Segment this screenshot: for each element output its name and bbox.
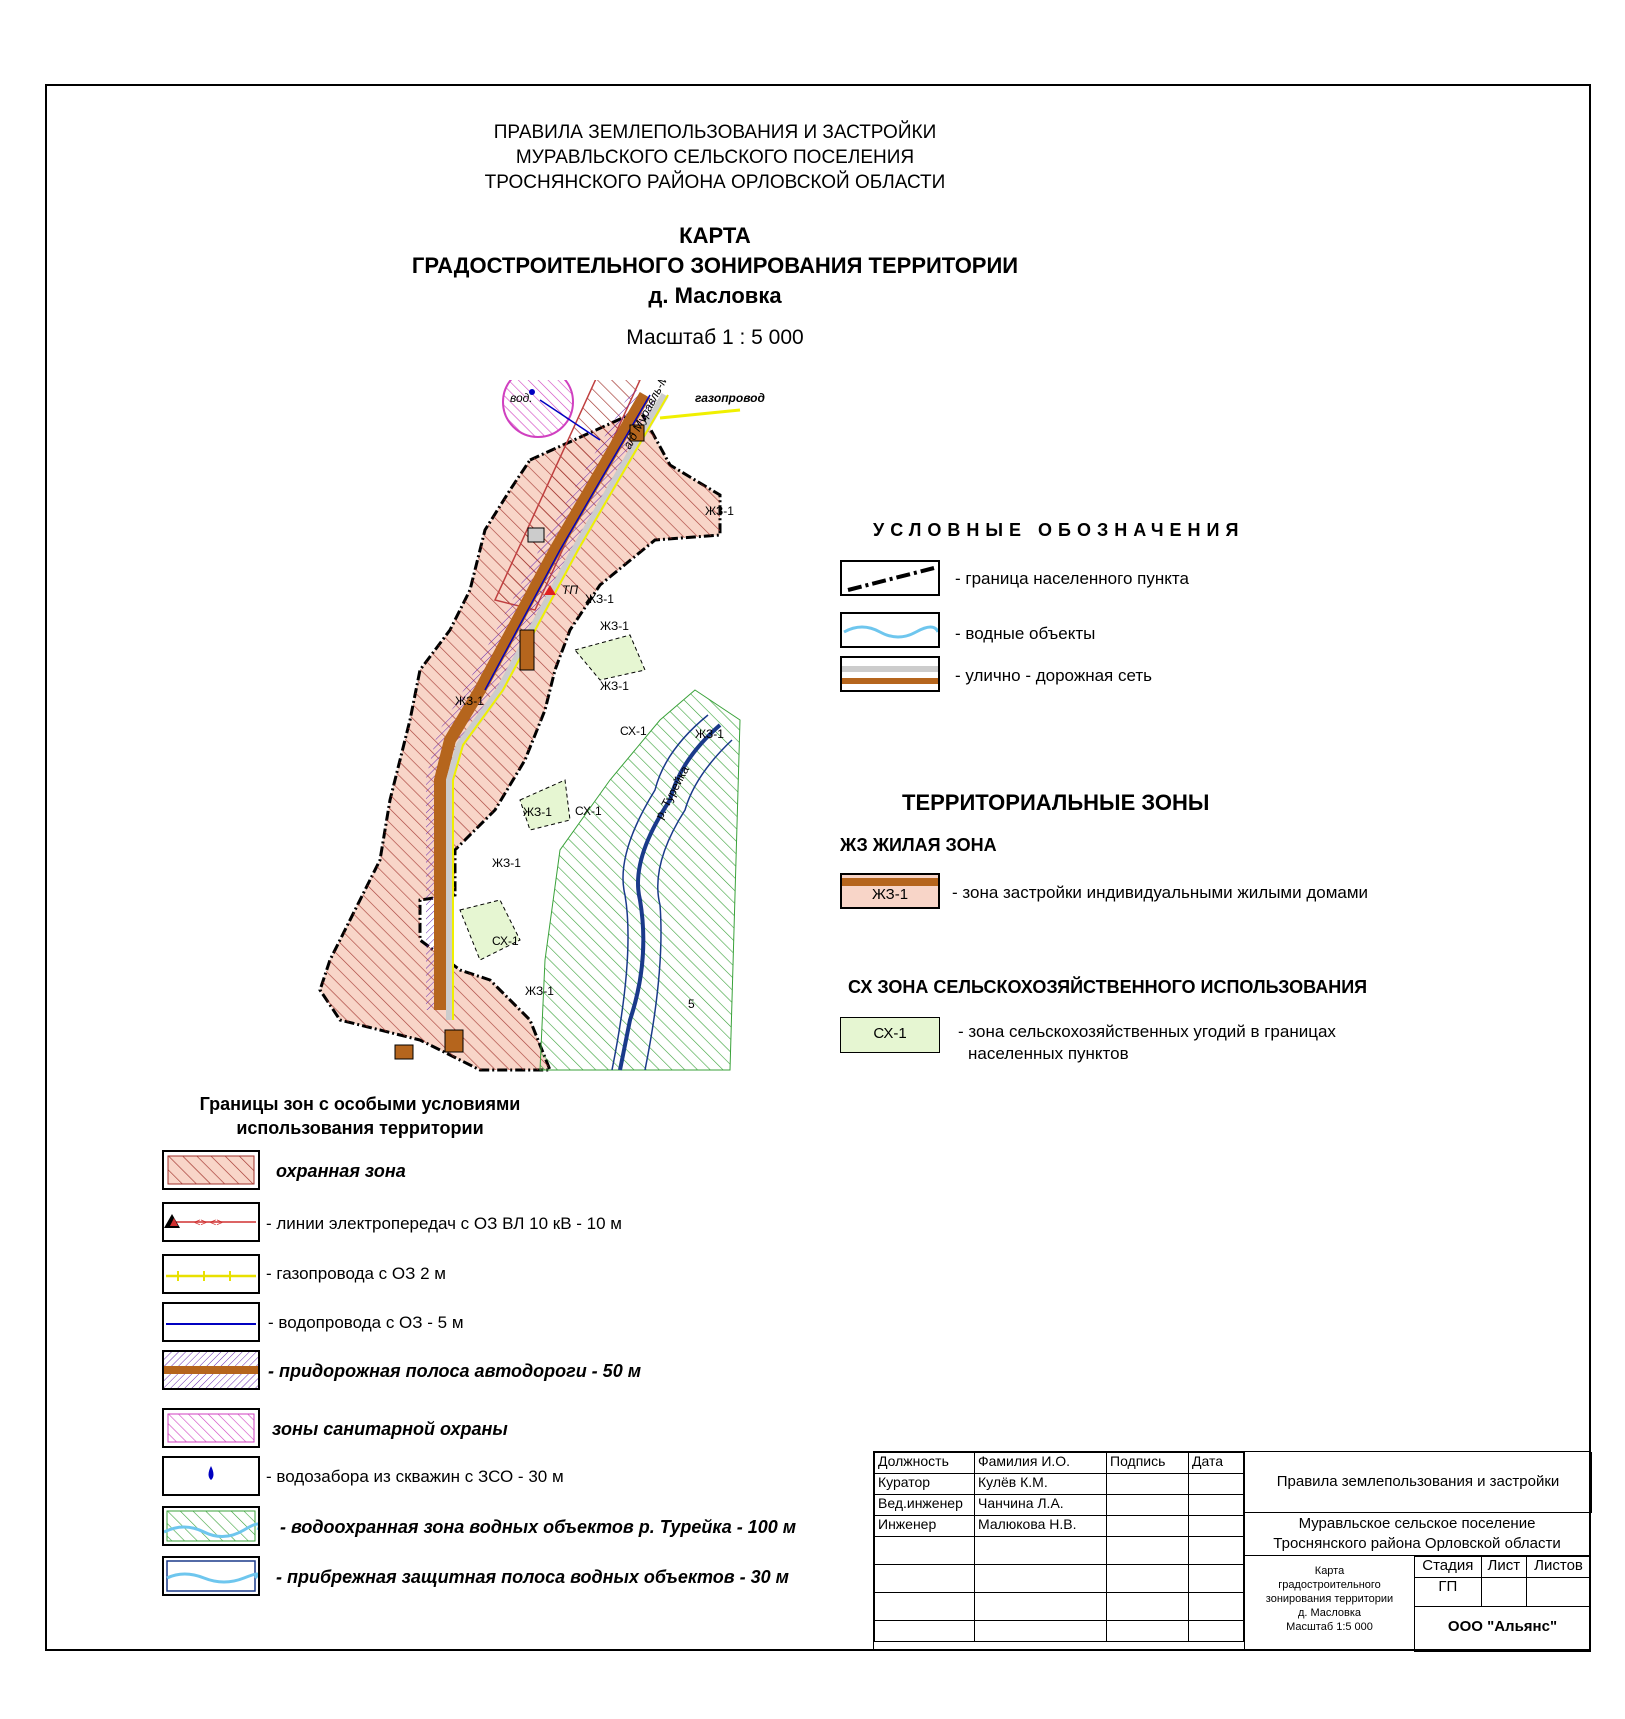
stamp-name: Кулёв К.М. [974, 1473, 1107, 1495]
zh1-label: ЖЗ-1 [492, 856, 521, 870]
legend-label-boundary: - граница населенного пункта [955, 569, 1189, 588]
zh1-label: ЖЗ-1 [455, 694, 484, 708]
special-swatch-water-protection [162, 1506, 261, 1546]
map-scale: Масштаб 1 : 5 000 [626, 326, 804, 349]
special-label-water-protection: - водоохранная зона водных объектов р. Т… [280, 1517, 797, 1537]
stamp-position: Инженер [874, 1515, 975, 1537]
title-block: Должность Фамилия И.О. Подпись Дата Кура… [873, 1451, 1592, 1652]
map-frame [45, 84, 1591, 1651]
tp-label: ТП [562, 583, 578, 597]
stamp-name: Малюкова Н.В. [974, 1515, 1107, 1537]
vod-label: вод. [510, 391, 533, 405]
special-label-power: - линии электропередач с ОЗ ВЛ 10 кВ - 1… [266, 1214, 622, 1233]
legend-swatch-sh1: СХ-1 [840, 1017, 940, 1053]
stamp-sheet-name: Карта градостроительного зонирования тер… [1244, 1556, 1414, 1651]
special-label-coastal: - прибрежная защитная полоса водных объе… [276, 1567, 789, 1587]
stamp-sheet-line3: зонирования территории [1265, 1593, 1394, 1605]
stamp-col-position: Должность [874, 1452, 975, 1474]
special-swatch-coastal [162, 1556, 260, 1596]
legend-label-road: - улично - дорожная сеть [955, 666, 1153, 685]
special-label-gas: - газопровода с ОЗ 2 м [266, 1264, 446, 1283]
stamp-col-name: Фамилия И.О. [974, 1452, 1107, 1474]
special-swatch-gas [162, 1254, 260, 1294]
legend-swatch-road [840, 656, 940, 692]
special-swatch-roadside [162, 1350, 260, 1390]
special-swatch-power: <> <> [162, 1202, 260, 1242]
stamp-position: Куратор [874, 1473, 975, 1495]
zh1-label: ЖЗ-1 [585, 592, 614, 606]
agri-zone [574, 634, 646, 681]
zh1-label: ЖЗ-1 [695, 727, 724, 741]
stamp-sheet-line1: Карта [1314, 1565, 1345, 1577]
stamp-col-sign: Подпись [1106, 1452, 1189, 1474]
sh1-label: СХ-1 [492, 934, 519, 948]
zh1-code: ЖЗ-1 [871, 886, 909, 903]
legend-label-water: - водные объекты [955, 624, 1096, 643]
special-label-roadside: - придорожная полоса автодороги - 50 м [268, 1361, 642, 1381]
special-label-waterpipe: - водопровода с ОЗ - 5 м [268, 1313, 464, 1332]
river-tureyka [618, 723, 722, 1071]
svg-text:<> <>: <> <> [194, 1217, 223, 1229]
stamp-place-line1: Муравльское сельское поселение [1298, 1515, 1536, 1532]
special-label-sanitary: зоны санитарной охраны [272, 1419, 508, 1439]
zh1-label: ЖЗ-1 [525, 984, 554, 998]
zh1-label: ЖЗ-1 [705, 504, 734, 518]
special-swatch-sanitary [162, 1408, 260, 1448]
sh1-code: СХ-1 [873, 1025, 907, 1042]
special-swatch-well [162, 1456, 260, 1496]
stamp-sheet-line5: Масштаб 1:5 000 [1286, 1621, 1373, 1633]
stamp-stage-header: Стадия [1414, 1556, 1482, 1578]
stamp-lists-header: Листов [1526, 1556, 1591, 1578]
special-label-well: - водозабора из скважин с ЗСО - 30 м [266, 1467, 564, 1486]
stamp-project: Правила землепользования и застройки [1244, 1452, 1592, 1513]
zh1-label: ЖЗ-1 [523, 805, 552, 819]
zones-title: ТЕРРИТОРИАЛЬНЫЕ ЗОНЫ [902, 790, 1210, 815]
agri-zone [459, 899, 521, 961]
contour-number: 5 [688, 997, 695, 1011]
title-line1: КАРТА [679, 223, 751, 248]
zh1-label: ЖЗ-1 [600, 619, 629, 633]
zoning-map: а/д Муравль-Масловка газопровод вод. ТП … [318, 380, 765, 1072]
header-line3: ТРОСНЯНСКОГО РАЙОНА ОРЛОВСКОЙ ОБЛАСТИ [484, 172, 946, 193]
header-line1: ПРАВИЛА ЗЕМЛЕПОЛЬЗОВАНИЯ И ЗАСТРОЙКИ [493, 122, 937, 143]
legend-swatch-zh1: ЖЗ-1 [840, 873, 940, 909]
signatures-table: Должность Фамилия И.О. Подпись Дата Кура… [874, 1452, 1244, 1642]
special-title-line2: использования территории [236, 1118, 484, 1138]
legend-swatch-boundary [840, 560, 940, 596]
header-line2: МУРАВЛЬСКОГО СЕЛЬСКОГО ПОСЕЛЕНИЯ [515, 147, 915, 168]
special-title-line1: Границы зон с особыми условиями [199, 1094, 521, 1114]
stamp-sheet-line2: градостроительного [1278, 1579, 1381, 1591]
legend-swatch-water [840, 612, 940, 648]
legend-label-sh1-line1: - зона сельскохозяйственных угодий в гра… [958, 1022, 1336, 1041]
special-label-guard: охранная зона [276, 1161, 406, 1181]
legend-title: УСЛОВНЫЕ ОБОЗНАЧЕНИЯ [873, 520, 1245, 540]
title-line3: д. Масловка [648, 283, 782, 308]
sh1-label: СХ-1 [620, 724, 647, 738]
stamp-place-line2: Троснянского района Орловской области [1273, 1535, 1561, 1552]
stamp-stage: ГП [1414, 1577, 1482, 1607]
stamp-position: Вед.инженер [874, 1494, 975, 1516]
sh1-label: СХ-1 [575, 804, 602, 818]
stamp-list-header: Лист [1480, 1556, 1528, 1578]
stamp-place: Муравльское сельское поселение Троснянск… [1244, 1512, 1590, 1556]
special-swatch-waterpipe [162, 1302, 260, 1342]
legend-label-zh1: - зона застройки индивидуальными жилыми … [952, 883, 1369, 902]
legend-label-sh1-line2: населенных пунктов [968, 1044, 1129, 1063]
stamp-name: Чанчина Л.А. [974, 1494, 1107, 1516]
zh-zone-title: ЖЗ ЖИЛАЯ ЗОНА [840, 835, 997, 855]
sanitary-zone [502, 380, 574, 438]
title-line2: ГРАДОСТРОИТЕЛЬНОГО ЗОНИРОВАНИЯ ТЕРРИТОРИ… [411, 253, 1019, 278]
special-title: Границы зон с особыми условиями использо… [160, 1092, 560, 1140]
agri-zone [519, 779, 571, 831]
stamp-col-date: Дата [1188, 1452, 1244, 1474]
gas-label: газопровод [695, 391, 765, 405]
sh-zone-title: СХ ЗОНА СЕЛЬСКОХОЗЯЙСТВЕННОГО ИСПОЛЬЗОВА… [848, 977, 1368, 997]
stamp-org: ООО "Альянс" [1414, 1606, 1591, 1652]
special-swatch-guard [162, 1150, 260, 1190]
stamp-sheet-line4: д. Масловка [1297, 1607, 1362, 1619]
stage-table: Стадия Лист Листов ГП ООО "Альянс" [1414, 1556, 1591, 1652]
zh1-label: ЖЗ-1 [600, 679, 629, 693]
